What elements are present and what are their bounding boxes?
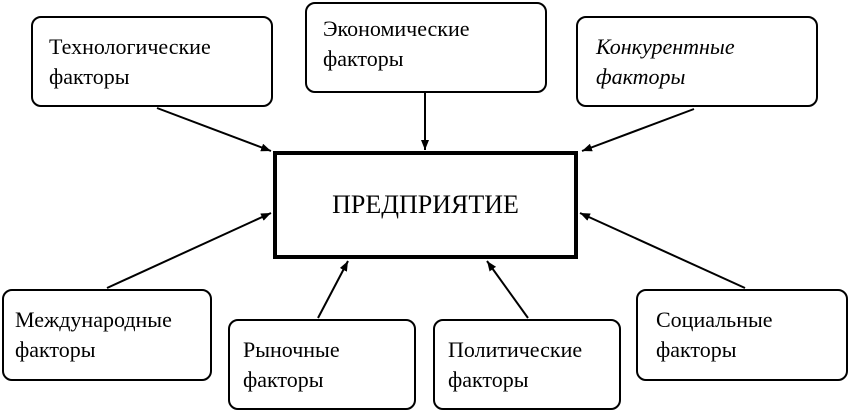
arrow-international [106,212,272,289]
arrow-competitive [581,108,695,152]
international-factors-line2: факторы [15,337,96,362]
technological-factors-line1: Технологические [49,34,211,59]
international-factors-box: Международные факторы [2,289,212,381]
economic-factors-line1: Экономические [323,16,470,41]
enterprise-label: ПРЕДПРИЯТИЕ [332,190,519,219]
competitive-factors-line1: Конкурентные [596,34,735,59]
political-factors-line1: Политические [448,337,583,362]
competitive-factors-box: Конкурентные факторы [576,16,818,107]
political-factors-line2: факторы [448,367,529,392]
market-factors-line2: факторы [243,367,324,392]
political-factors-box: Политические факторы [433,319,621,410]
economic-factors-box: Экономические факторы [305,2,547,93]
technological-factors-box: Технологические факторы [31,16,273,107]
technological-factors-line2: факторы [49,64,130,89]
market-factors-box: Рыночные факторы [228,319,416,410]
arrow-social [579,212,746,289]
social-factors-line1: Социальные [656,307,773,332]
arrow-technological [156,107,272,152]
arrow-market [317,260,349,319]
social-factors-box: Социальные факторы [636,289,848,381]
international-factors-line1: Международные [15,307,172,332]
market-factors-line1: Рыночные [243,337,340,362]
economic-factors-line2: факторы [323,46,404,71]
arrow-political [486,260,529,319]
competitive-factors-line2: факторы [596,64,686,89]
social-factors-line2: факторы [656,337,737,362]
enterprise-box: ПРЕДПРИЯТИЕ [273,151,578,259]
